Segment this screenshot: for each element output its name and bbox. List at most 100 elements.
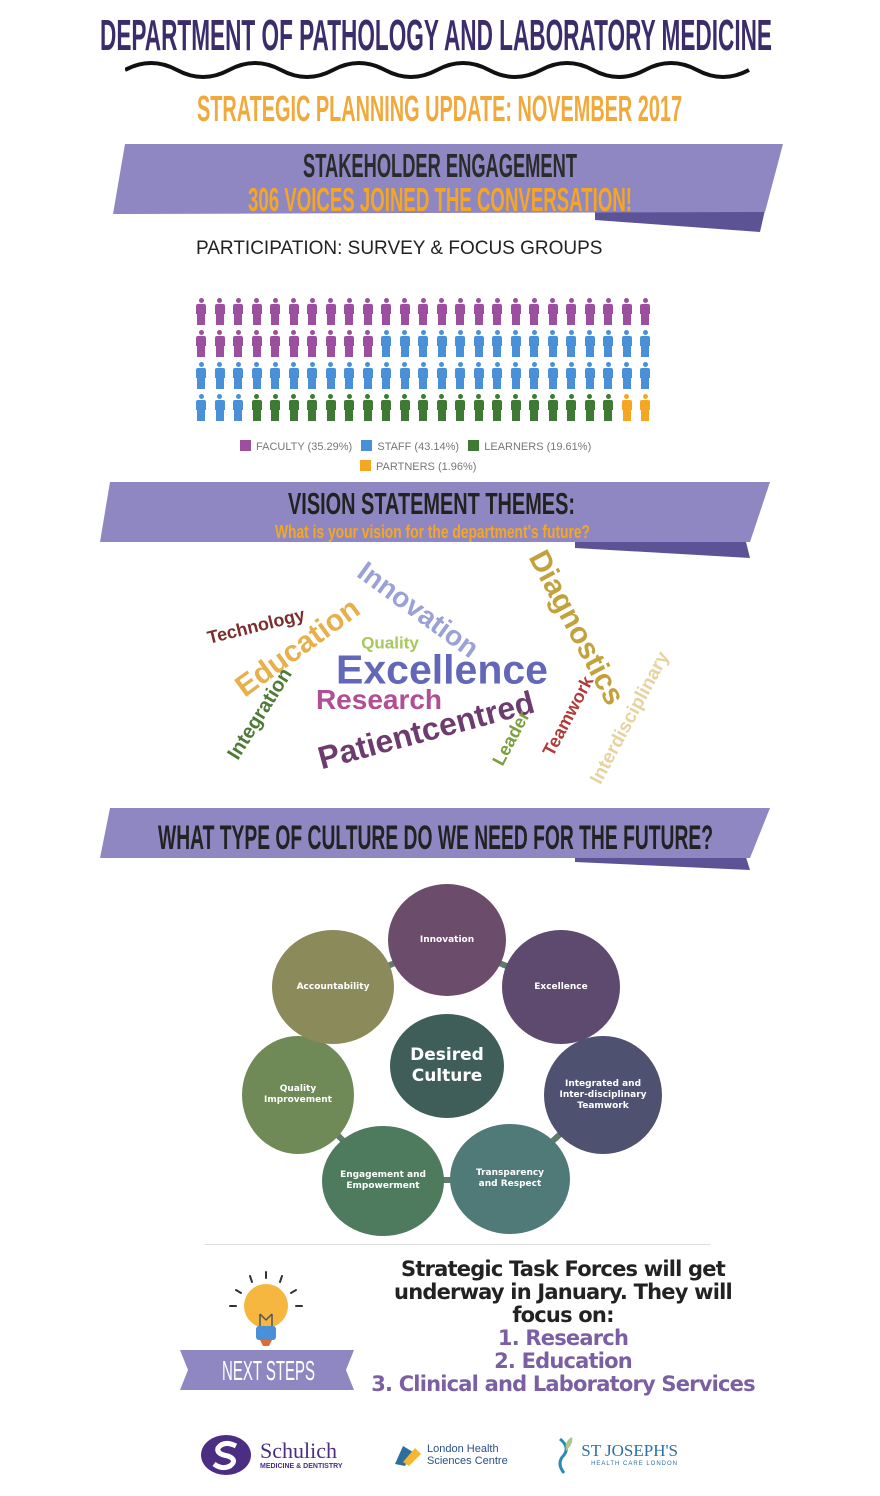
person-icon (621, 298, 632, 325)
legend-staff: STAFF (43.14%) (361, 440, 459, 453)
stakeholder-banner-text: STAKEHOLDER ENGAGEMENT 306 VOICES JOINED… (248, 147, 632, 215)
person-icon (436, 394, 447, 421)
person-icon (362, 394, 373, 421)
next-steps-label: NEXT STEPS (222, 1355, 315, 1386)
person-icon (362, 362, 373, 389)
subtitle-text: STRATEGIC PLANNING UPDATE: NOVEMBER 2017 (197, 88, 682, 126)
person-icon (344, 394, 354, 421)
person-icon (473, 394, 484, 421)
person-icon (288, 298, 299, 325)
person-icon (603, 362, 613, 389)
title-text: DEPARTMENT OF PATHOLOGY AND LABORATORY M… (100, 11, 772, 58)
stakeholder-title: STAKEHOLDER ENGAGEMENT (303, 147, 577, 184)
person-icon (566, 330, 576, 357)
person-icon (473, 298, 484, 325)
person-icon (214, 330, 225, 357)
stjosephs-sub: HEALTH CARE LONDON (591, 1461, 678, 1467)
person-icon (584, 330, 595, 357)
culture-value-accountability: Accountability (272, 930, 394, 1044)
culture-value-label: Engagement and Empowerment (340, 1170, 426, 1191)
culture-center: Desired Culture (390, 1014, 504, 1118)
culture-banner-shape (100, 808, 770, 870)
stakeholder-banner: STAKEHOLDER ENGAGEMENT 306 VOICES JOINED… (105, 140, 785, 235)
person-icon (418, 394, 428, 421)
person-icon (307, 362, 317, 389)
legend-partners: PARTNERS (1.96%) (360, 460, 476, 474)
wavy-divider (125, 61, 750, 79)
legend-label: LEARNERS (19.61%) (484, 441, 592, 453)
person-icon (325, 362, 336, 389)
person-icon (547, 298, 558, 325)
page-subtitle: STRATEGIC PLANNING UPDATE: NOVEMBER 2017 (197, 88, 682, 126)
focus-item: 1. Research (497, 1326, 629, 1350)
next-steps-text: NEXT STEPS (222, 1355, 315, 1386)
culture-value-label: Transparency and Respect (475, 1168, 545, 1189)
stakeholder-banner-shape (113, 144, 783, 232)
culture-value-transparency: Transparency and Respect (450, 1124, 570, 1234)
vision-banner: VISION STATEMENT THEMES: What is your vi… (95, 478, 775, 560)
person-icon (233, 394, 243, 421)
culture-value-innovation: Innovation (388, 884, 506, 996)
vision-banner-text: VISION STATEMENT THEMES: What is your vi… (275, 486, 590, 542)
person-icon (214, 394, 225, 421)
culture-value-excellence: Excellence (502, 930, 620, 1044)
person-icon (251, 394, 262, 421)
person-icon (640, 394, 650, 421)
person-icon (473, 362, 484, 389)
culture-banner-text: WHAT TYPE OF CULTURE DO WE NEED FOR THE … (158, 819, 713, 857)
person-icon (381, 330, 391, 357)
focus-item: 3. Clinical and Laboratory Services (371, 1372, 755, 1396)
person-icon (362, 330, 373, 357)
culture-value-teamwork: Integrated and Inter-disciplinary Teamwo… (544, 1036, 662, 1154)
person-icon (344, 330, 354, 357)
legend-label: PARTNERS (1.96%) (376, 461, 477, 473)
person-icon (344, 298, 354, 325)
person-icon (270, 298, 280, 325)
legend: FACULTY (35.29%) STAFF (43.14%) LEARNERS… (240, 440, 591, 454)
person-icon (455, 298, 465, 325)
person-icon (325, 394, 336, 421)
page-title: DEPARTMENT OF PATHOLOGY AND LABORATORY M… (100, 11, 772, 58)
vision-banner-shape (100, 482, 770, 558)
vision-question: What is your vision for the department's… (275, 522, 590, 542)
person-icon (547, 362, 558, 389)
legend-learners: LEARNERS (19.61%) (468, 440, 592, 453)
participation-label: PARTICIPATION: SURVEY & FOCUS GROUPS (196, 238, 603, 259)
stakeholder-tagline: 306 VOICES JOINED THE CONVERSATION! (248, 181, 632, 215)
person-icon (307, 298, 317, 325)
legend-label: FACULTY (35.29%) (256, 441, 353, 453)
person-icon (270, 362, 280, 389)
person-icon (399, 298, 410, 325)
person-icon (196, 330, 206, 357)
focus-item: 2. Education (494, 1349, 633, 1373)
person-icon (492, 362, 502, 389)
person-icon (529, 330, 539, 357)
person-icon (603, 298, 613, 325)
stjosephs-emblem-icon (558, 1437, 573, 1474)
person-icon (492, 298, 502, 325)
vision-title: VISION STATEMENT THEMES: (288, 486, 575, 521)
person-icon (547, 394, 558, 421)
person-icon (621, 362, 632, 389)
person-icon (399, 330, 410, 357)
partners-swatch (360, 460, 371, 471)
person-icon (418, 362, 428, 389)
lhsc-name: London Health Sciences Centre (427, 1443, 508, 1467)
person-icon (418, 298, 428, 325)
person-icon (436, 330, 447, 357)
person-icon (473, 330, 484, 357)
person-icon (455, 330, 465, 357)
schulich-logo: Schulich MEDICINE & DENTISTRY (200, 1430, 343, 1480)
person-icon (325, 330, 336, 357)
culture-value-label: Innovation (419, 934, 475, 945)
schulich-emblem-icon (201, 1435, 251, 1475)
person-icon (196, 394, 206, 421)
person-icon (510, 394, 521, 421)
person-icon (436, 298, 447, 325)
person-icon (640, 330, 650, 357)
culture-value-label: Integrated and Inter-disciplinary Teamwo… (559, 1078, 647, 1111)
person-icon (307, 330, 317, 357)
person-icon (566, 394, 576, 421)
person-icon (362, 298, 373, 325)
person-icon (640, 298, 650, 325)
